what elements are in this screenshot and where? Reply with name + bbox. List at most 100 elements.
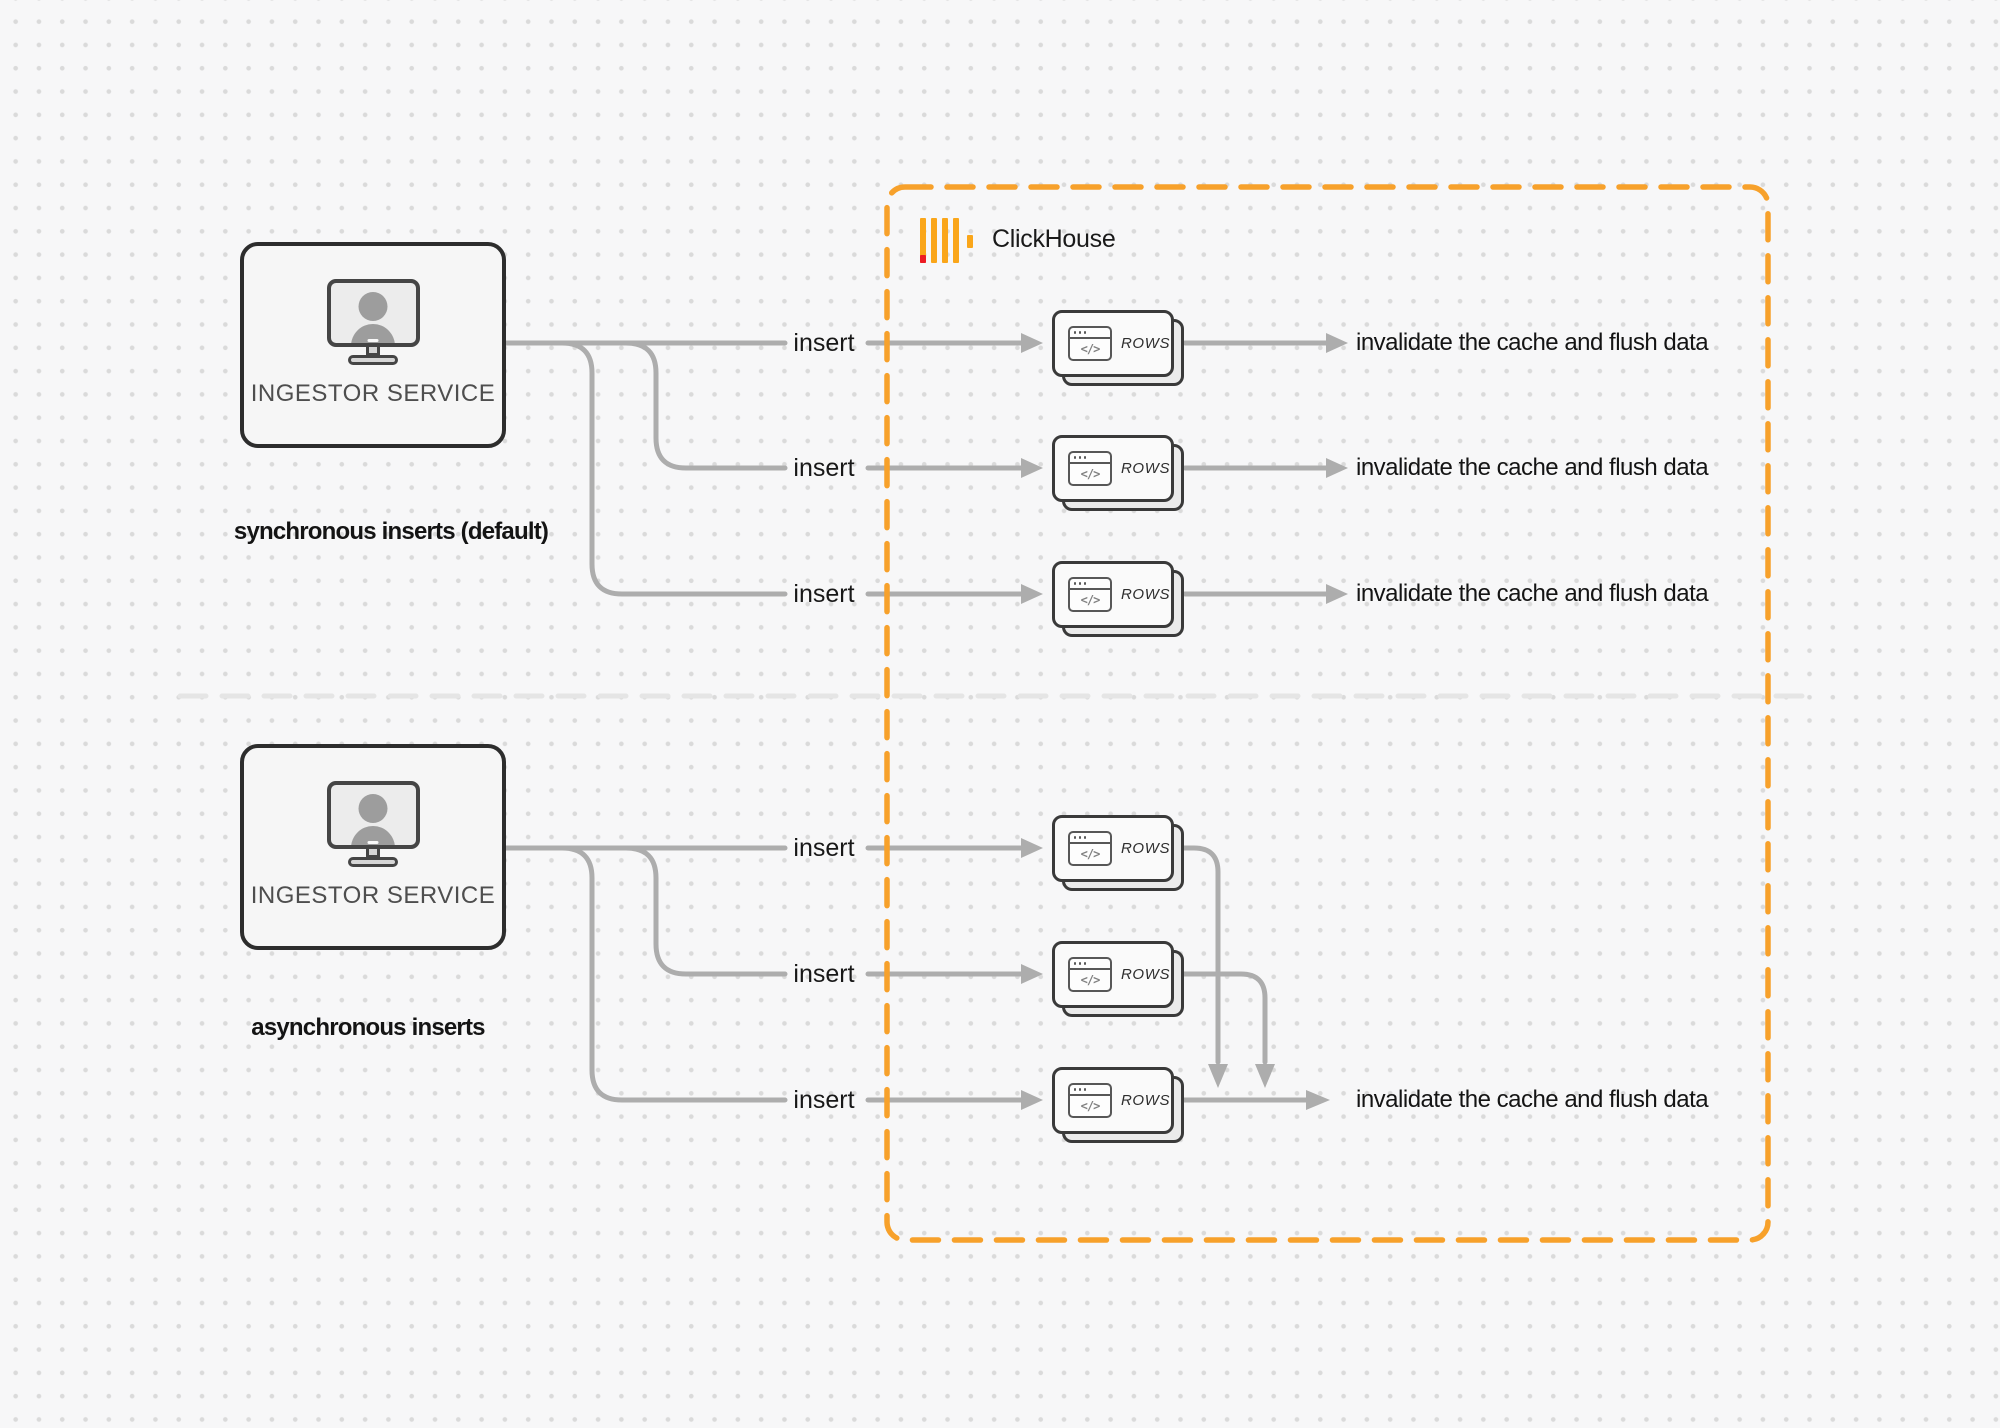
- ingestor-service-label: INGESTOR SERVICE: [250, 882, 496, 909]
- clickhouse-logo: [920, 218, 980, 266]
- window-dot: [1083, 836, 1087, 839]
- result-label: invalidate the cache and flush data: [1356, 454, 1709, 481]
- rows-card-front: </> ROWS: [1052, 561, 1174, 628]
- code-window-icon: </>: [1068, 577, 1112, 612]
- async-caption: asynchronous inserts: [251, 1014, 485, 1041]
- arrowhead-right: [1021, 838, 1043, 858]
- result-label: invalidate the cache and flush data: [1356, 329, 1709, 356]
- window-dot: [1083, 582, 1087, 585]
- ingestor-service-label: INGESTOR SERVICE: [250, 380, 496, 407]
- rows-card: </> ROWS: [1052, 561, 1184, 637]
- sync-branch-to-row3: [559, 340, 788, 597]
- monitor-screen: [326, 781, 420, 849]
- window-dot: [1078, 1088, 1082, 1091]
- async-branch-to-row2: [623, 845, 788, 977]
- window-dot: [1073, 1088, 1077, 1091]
- window-dot: [1083, 962, 1087, 965]
- monitor-notch: [367, 339, 379, 342]
- code-window-titlebar: [1070, 959, 1110, 970]
- user-shoulders: [351, 826, 395, 845]
- window-dot: [1073, 456, 1077, 459]
- arrowhead-right: [1021, 458, 1043, 478]
- async-merge-line-1: [1180, 845, 1221, 1065]
- window-dot: [1078, 331, 1082, 334]
- window-dot: [1078, 962, 1082, 965]
- ingestor-service-box-async: INGESTOR SERVICE: [240, 744, 506, 950]
- monitor-stand-neck: [366, 849, 380, 858]
- clickhouse-logo-bar: [953, 218, 959, 263]
- code-window-icon: </>: [1068, 957, 1112, 992]
- window-dot: [1078, 456, 1082, 459]
- rows-card-front: </> ROWS: [1052, 435, 1174, 502]
- window-dot: [1073, 582, 1077, 585]
- code-window-titlebar: [1070, 833, 1110, 844]
- monitor-screen: [326, 279, 420, 347]
- window-dot: [1073, 836, 1077, 839]
- user-monitor-icon: [326, 279, 420, 365]
- insert-label: insert: [793, 834, 855, 862]
- clickhouse-logo-bar: [942, 218, 948, 263]
- rows-card-front: </> ROWS: [1052, 310, 1174, 377]
- window-dot: [1073, 331, 1077, 334]
- code-glyph: </>: [1080, 973, 1101, 987]
- monitor-stand-neck: [366, 347, 380, 356]
- code-window-titlebar: [1070, 579, 1110, 590]
- code-window-titlebar: [1070, 1085, 1110, 1096]
- window-dot: [1083, 1088, 1087, 1091]
- rows-card-front: </> ROWS: [1052, 1067, 1174, 1134]
- rows-card-label: ROWS: [1121, 335, 1171, 352]
- async-branch-to-row3: [559, 845, 788, 1103]
- clickhouse-logo-bar: [931, 218, 937, 263]
- user-head: [358, 292, 388, 321]
- rows-card: </> ROWS: [1052, 1067, 1184, 1143]
- rows-card-front: </> ROWS: [1052, 941, 1174, 1008]
- code-window-titlebar: [1070, 453, 1110, 464]
- rows-card-label: ROWS: [1121, 840, 1171, 857]
- rows-card: </> ROWS: [1052, 435, 1184, 511]
- async-merge-line-2: [1180, 971, 1268, 1065]
- monitor-notch: [367, 841, 379, 844]
- arrowhead-right: [1306, 1090, 1330, 1110]
- code-glyph: </>: [1080, 847, 1101, 861]
- code-window-icon: </>: [1068, 1083, 1112, 1118]
- arrowhead-right: [1021, 584, 1043, 604]
- ingestor-service-box-sync: INGESTOR SERVICE: [240, 242, 506, 448]
- rows-card-label: ROWS: [1121, 966, 1171, 983]
- code-glyph: </>: [1080, 342, 1101, 356]
- rows-card-label: ROWS: [1121, 586, 1171, 603]
- user-head: [358, 794, 388, 823]
- rows-card: </> ROWS: [1052, 941, 1184, 1017]
- code-glyph: </>: [1080, 593, 1101, 607]
- connector-lines: [503, 340, 1329, 1103]
- code-glyph: </>: [1080, 1099, 1101, 1113]
- user-monitor-icon: [326, 781, 420, 867]
- result-label: invalidate the cache and flush data: [1356, 1086, 1709, 1113]
- monitor-stand-base: [348, 857, 398, 867]
- code-glyph: </>: [1080, 467, 1101, 481]
- insert-label: insert: [793, 960, 855, 988]
- arrowhead-right: [1326, 458, 1348, 478]
- window-dot: [1078, 582, 1082, 585]
- arrowhead-down: [1255, 1064, 1275, 1088]
- rows-card-label: ROWS: [1121, 460, 1171, 477]
- user-shoulders: [351, 324, 395, 343]
- window-dot: [1083, 456, 1087, 459]
- arrowhead-right: [1326, 333, 1348, 353]
- code-window-icon: </>: [1068, 831, 1112, 866]
- monitor-stand-base: [348, 355, 398, 365]
- arrowheads: [1021, 333, 1348, 1110]
- rows-card-label: ROWS: [1121, 1092, 1171, 1109]
- window-dot: [1078, 836, 1082, 839]
- arrowhead-right: [1021, 964, 1043, 984]
- sync-caption: synchronous inserts (default): [233, 518, 549, 545]
- rows-card: </> ROWS: [1052, 310, 1184, 386]
- arrowhead-down: [1208, 1064, 1228, 1088]
- code-window-icon: </>: [1068, 326, 1112, 361]
- arrowhead-right: [1021, 1090, 1043, 1110]
- insert-label: insert: [793, 1086, 855, 1114]
- insert-label: insert: [793, 329, 855, 357]
- insert-label: insert: [793, 454, 855, 482]
- clickhouse-title: ClickHouse: [992, 225, 1116, 253]
- result-label: invalidate the cache and flush data: [1356, 580, 1709, 607]
